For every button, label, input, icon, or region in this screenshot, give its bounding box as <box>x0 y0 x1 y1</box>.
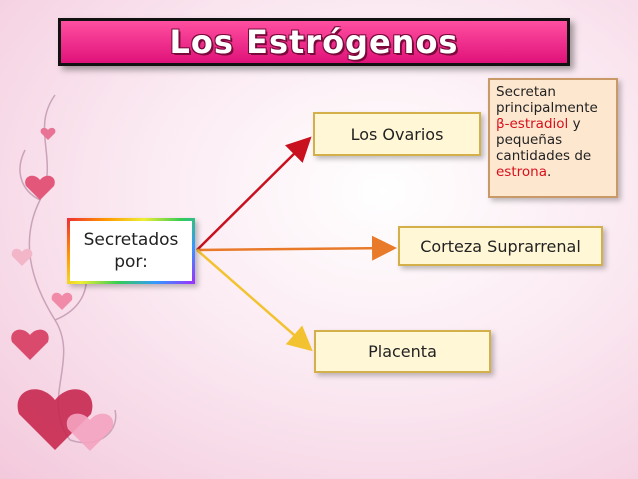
target-node-ovarios: Los Ovarios <box>313 112 481 156</box>
note-highlight-estradiol: β-estradiol <box>496 116 569 132</box>
heart-icon <box>11 248 33 266</box>
source-line1: Secretados <box>83 230 179 250</box>
heart-icon <box>40 127 56 140</box>
heart-icon <box>25 175 55 200</box>
page-title: Los Estrógenos <box>169 23 459 61</box>
source-node-secretados: Secretados por: <box>67 218 195 284</box>
heart-icon <box>66 413 114 451</box>
heart-icon <box>11 329 49 360</box>
ovarios-note: Secretan principalmente β-estradiol y pe… <box>488 78 618 198</box>
arrow-to-placenta <box>196 249 313 352</box>
arrow-to-ovarios <box>196 136 312 251</box>
note-highlight-estrona: estrona <box>496 164 547 180</box>
title-banner: Los Estrógenos <box>58 18 570 66</box>
target-node-placenta: Placenta <box>314 330 491 373</box>
heart-icon <box>51 292 73 310</box>
note-text-3: . <box>546 164 552 180</box>
source-line2: por: <box>114 252 148 272</box>
target-node-corteza: Corteza Suprarrenal <box>398 226 603 266</box>
note-text-1: Secretan principalmente <box>496 84 598 116</box>
note-text-2: y pequeñas cantidades de <box>496 116 592 164</box>
heart-icon <box>17 389 93 450</box>
arrow-to-corteza <box>196 235 397 261</box>
